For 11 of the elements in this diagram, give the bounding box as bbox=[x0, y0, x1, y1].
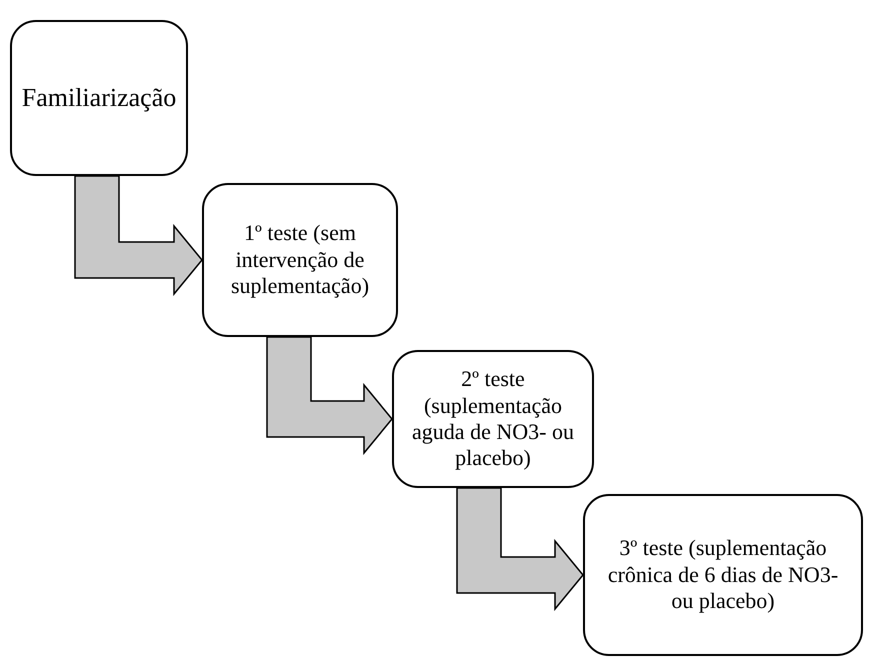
rounded-box bbox=[583, 494, 863, 656]
block-arrow bbox=[266, 336, 393, 456]
box-text: 1º teste (sem intervenção de suplementação) bbox=[230, 220, 370, 300]
rounded-box bbox=[202, 183, 398, 337]
box-text: Familiarização bbox=[22, 82, 176, 114]
rounded-box bbox=[392, 350, 594, 488]
rounded-box bbox=[10, 20, 188, 176]
box-text: 2º teste (suplementação aguda de NO3- ou placebo) bbox=[411, 366, 575, 472]
block-arrow bbox=[74, 175, 203, 296]
block-arrow bbox=[456, 487, 584, 612]
box-text: 3º teste (suplementação crônica de 6 dias de NO3- ou placebo) bbox=[606, 535, 840, 615]
